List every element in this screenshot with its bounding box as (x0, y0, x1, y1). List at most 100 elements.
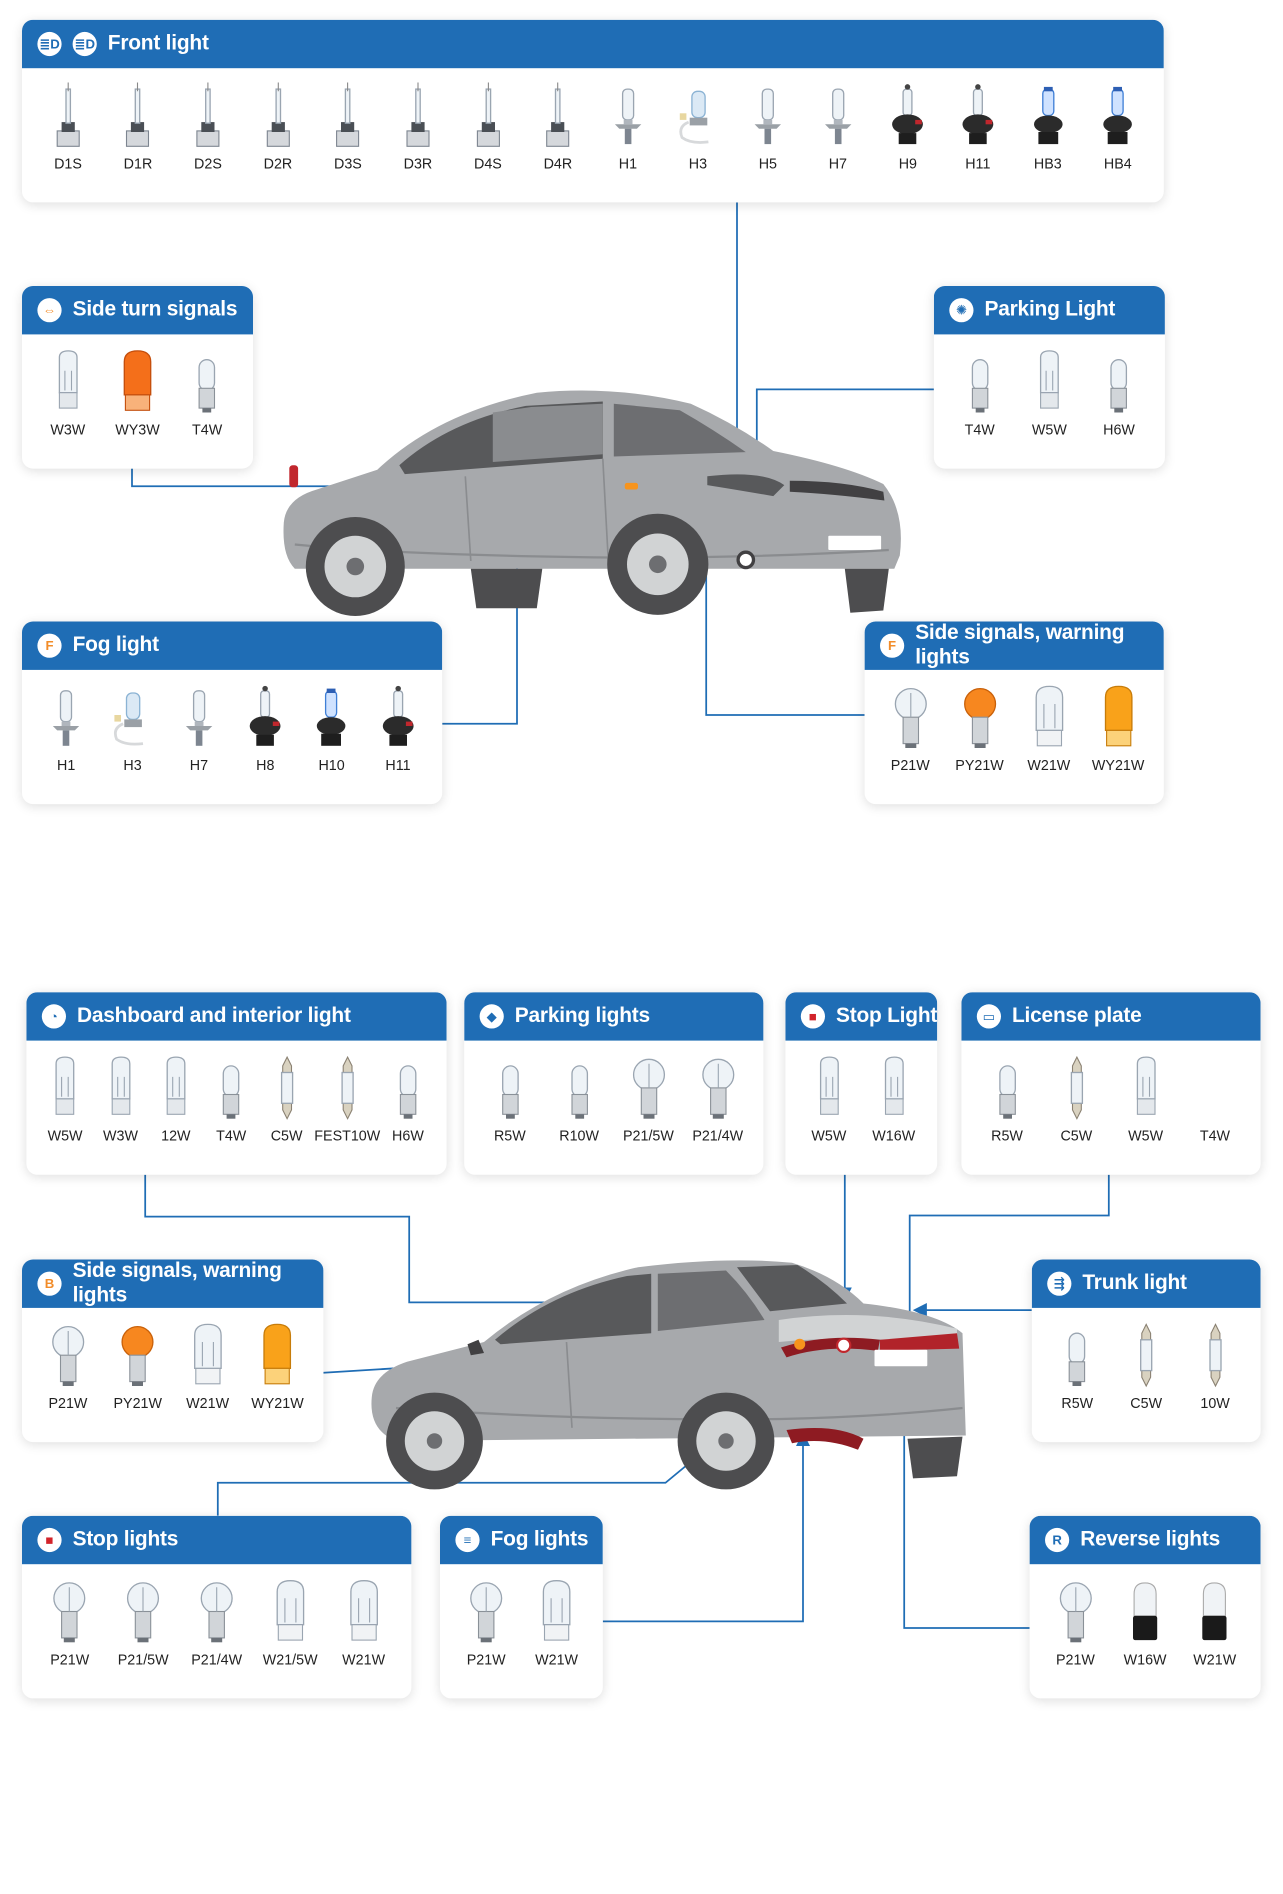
bulb-item: H11 (945, 83, 1011, 172)
panel-title: Reverse lights (1080, 1527, 1221, 1551)
bulb-hplug-icon (376, 684, 420, 750)
bulb-festoon-icon (1193, 1322, 1237, 1388)
bulb-label: T4W (216, 1127, 247, 1145)
bulb-item: D3S (315, 82, 381, 172)
bulb-wedge-big-orange-icon (1096, 684, 1140, 750)
panel-title: Fog lights (490, 1527, 589, 1551)
stop-icon: ■ (800, 1004, 825, 1029)
panel-title: Trunk light (1082, 1271, 1187, 1295)
bulb-item: W5W (37, 1055, 92, 1144)
bulb-item: W21W (524, 1579, 590, 1668)
stop-icon: ■ (37, 1527, 62, 1553)
bulb-wedge-big-orange-icon (255, 1322, 299, 1388)
bulb-festoon-icon (265, 1055, 309, 1121)
panel-title: Side signals, warning lights (915, 621, 1125, 669)
bulb-item: P21W (1042, 1579, 1108, 1668)
warning-light-icon: B (37, 1271, 62, 1296)
bulb-item: R5W (477, 1055, 543, 1144)
bulb-label: W21W (535, 1651, 579, 1668)
bulb-item: P21/4W (184, 1579, 250, 1668)
panel-title: Fog light (72, 633, 159, 657)
bulb-led-black-icon (1193, 1579, 1237, 1645)
parking-lights-icon: ◆ (479, 1004, 504, 1029)
bulb-xenon-icon (256, 82, 300, 149)
bulb-item: H11 (365, 684, 431, 773)
bulb-label: C5W (1130, 1394, 1163, 1412)
bulb-label: P21W (50, 1651, 90, 1668)
panel-header: ⇔Side turn signals (22, 286, 253, 335)
bulb-item: H1 (595, 83, 661, 172)
bulb-label: H6W (392, 1127, 424, 1145)
bulb-label: WY21W (251, 1394, 304, 1412)
bulb-label: D2S (194, 155, 222, 172)
bulb-item: PY21W (947, 684, 1013, 773)
bulb-bayonet-small-icon (958, 349, 1002, 415)
bulb-bayonet-small-icon (557, 1055, 601, 1121)
bulb-label: R5W (1061, 1394, 1094, 1412)
license-plate-icon: ▭ (976, 1004, 1001, 1029)
bulb-label: R10W (559, 1127, 600, 1145)
headlight-icon: ≣D (37, 31, 62, 57)
bulb-item: HB4 (1085, 83, 1151, 172)
panel-header: ≡Fog lights (440, 1515, 603, 1565)
panel-title: Front light (107, 31, 209, 55)
bulb-wedge-big-icon (268, 1579, 312, 1645)
panel-header: ■Stop Light (785, 992, 938, 1041)
bulb-label: P21/4W (191, 1651, 243, 1668)
bulb-xenon-icon (466, 82, 510, 149)
fog-lights-rear-connector (602, 1431, 811, 1623)
bulb-item: T4W (1182, 1055, 1248, 1145)
panel-title: Dashboard and interior light (77, 1004, 351, 1028)
bulb-label: FEST10W (314, 1127, 381, 1145)
bulb-label: W21W (1193, 1651, 1237, 1668)
bulb-item: P21W (35, 1322, 101, 1411)
bulb-label: HB3 (1033, 155, 1062, 172)
bulb-bayonet-small-icon (386, 1055, 430, 1121)
bulb-item: H3 (100, 684, 166, 773)
bulb-item: D4R (525, 82, 591, 172)
panel-header: ◔Dashboard and interior light (26, 992, 447, 1041)
bulb-bayonet-small-icon (1055, 1322, 1099, 1388)
bulb-label: D2R (263, 155, 293, 172)
panel-title: Side turn signals (72, 298, 238, 322)
bulb-bayonet-icon (888, 684, 932, 750)
bulb-label: P21W (48, 1394, 88, 1412)
bulb-item: D3R (385, 82, 451, 172)
bulb-h3-icon (111, 684, 155, 750)
bulb-xenon-icon (116, 82, 160, 149)
bulb-item: P21/5W (615, 1055, 681, 1144)
bulb-label: W16W (872, 1127, 916, 1145)
bulb-label: D3S (334, 155, 362, 172)
panel-header: ■ Stop lights (22, 1515, 412, 1565)
bulb-hbblue-icon (1096, 83, 1140, 149)
bulb-label: H8 (256, 756, 275, 774)
bulb-festoon-icon (325, 1055, 369, 1121)
bulb-xenon-icon (396, 82, 440, 149)
bulb-item: WY21W (1085, 684, 1151, 773)
bulb-item: H6W (1086, 349, 1152, 438)
panel-title: Stop lights (72, 1527, 179, 1551)
bulb-bayonet-icon (48, 1579, 92, 1645)
bulb-label: WY21W (1091, 756, 1145, 774)
bulb-bayonet-orange-icon (958, 684, 1002, 750)
bulb-wedge-big-icon (186, 1322, 230, 1388)
bulb-hbblue-icon (310, 684, 354, 750)
bulb-item: W21W (175, 1322, 241, 1411)
